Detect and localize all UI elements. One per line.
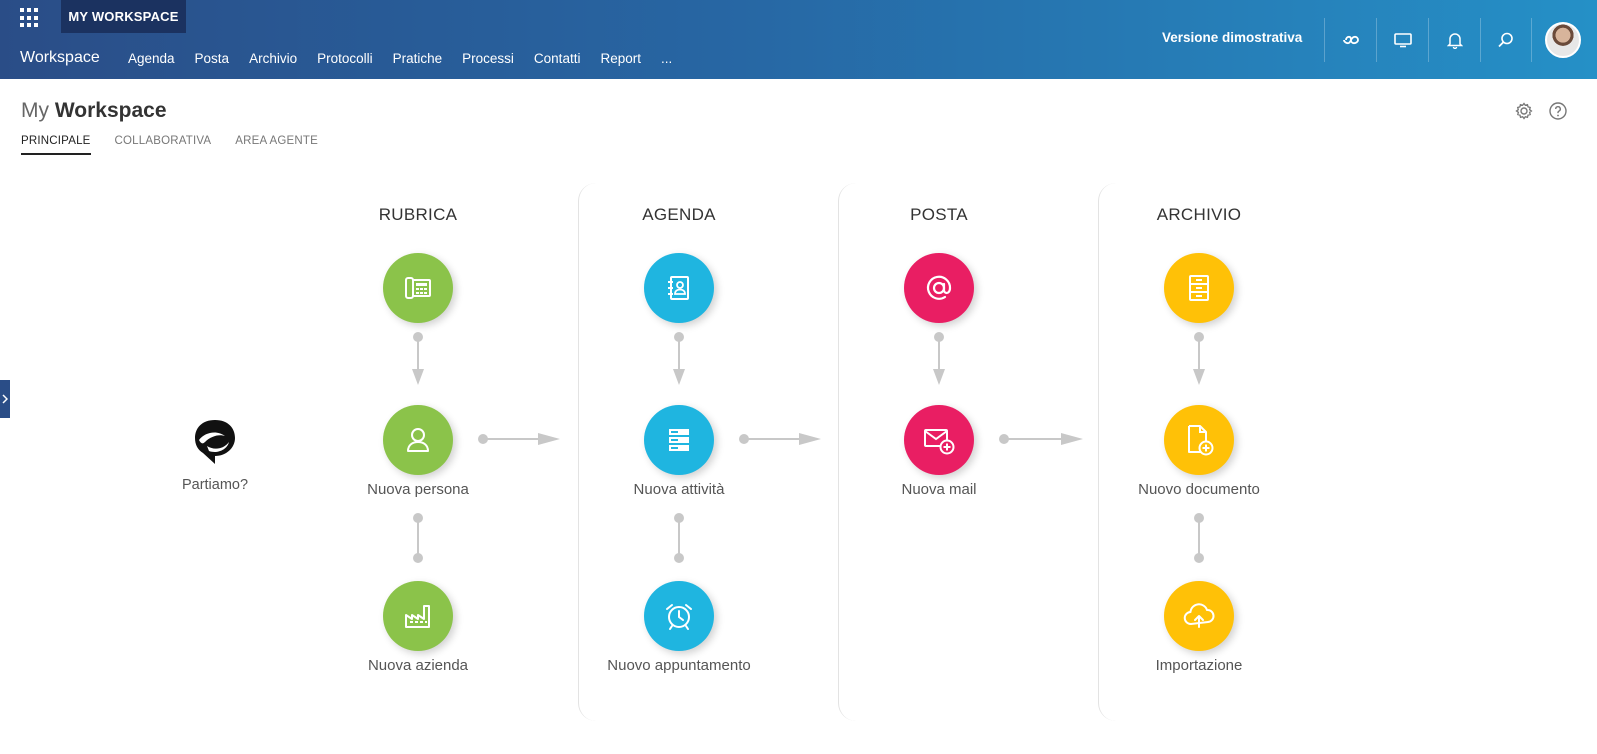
- nav-item-posta[interactable]: Posta: [194, 51, 230, 66]
- rubrica-node[interactable]: [383, 253, 453, 323]
- agenda-node[interactable]: [644, 253, 714, 323]
- nuova-attivita-node[interactable]: [644, 405, 714, 475]
- connector-dot: [674, 553, 684, 563]
- arrow-right-icon: [799, 433, 821, 445]
- page-title-bold: Workspace: [54, 99, 167, 122]
- nuova-attivita-label[interactable]: Nuova attività: [633, 481, 725, 498]
- nuova-persona-label[interactable]: Nuova persona: [367, 481, 469, 498]
- nuova-azienda-node[interactable]: [383, 581, 453, 651]
- connector-line: [938, 337, 940, 371]
- connector-line: [678, 337, 680, 371]
- connector-line: [486, 438, 540, 440]
- infinity-icon[interactable]: [1324, 18, 1376, 62]
- arrow-down-icon: [412, 369, 424, 385]
- chevron-right-icon: [2, 394, 8, 404]
- demo-label: Versione dimostrativa: [1162, 30, 1303, 45]
- cloud-upload-icon: [1183, 603, 1215, 628]
- column-title: RUBRICA: [378, 205, 458, 224]
- nuova-persona-node[interactable]: [383, 405, 453, 475]
- apps-grid-icon[interactable]: [20, 8, 40, 28]
- search-icon[interactable]: [1480, 18, 1532, 62]
- side-panel-toggle[interactable]: [0, 380, 10, 418]
- top-bar: MY WORKSPACE Workspace Agenda Posta Arch…: [0, 0, 1597, 79]
- connector-line: [1198, 518, 1200, 555]
- nuovo-documento-node[interactable]: [1164, 405, 1234, 475]
- column-title: POSTA: [910, 205, 968, 224]
- logo-icon: [195, 420, 235, 464]
- cabinet-icon: [1189, 275, 1209, 301]
- list-icon: [669, 429, 689, 451]
- connector-line: [417, 337, 419, 371]
- user-avatar[interactable]: [1545, 22, 1581, 58]
- gear-icon[interactable]: [1514, 101, 1534, 121]
- nuova-mail-label[interactable]: Nuova mail: [901, 481, 977, 498]
- nav-item-more[interactable]: ...: [660, 51, 673, 66]
- connector-dot: [1194, 553, 1204, 563]
- column-title: AGENDA: [642, 205, 716, 224]
- connector-line: [678, 518, 680, 555]
- connector-line: [1007, 438, 1063, 440]
- factory-icon: [405, 605, 430, 628]
- monitor-icon[interactable]: [1376, 18, 1428, 62]
- arrow-right-icon: [538, 433, 560, 445]
- connector-line: [417, 518, 419, 555]
- column-title: ARCHIVIO: [1156, 205, 1242, 224]
- nav-item-protocolli[interactable]: Protocolli: [317, 51, 373, 66]
- tab-principale[interactable]: PRINCIPALE: [21, 135, 91, 155]
- tab-collaborativa[interactable]: COLLABORATIVA: [114, 135, 212, 147]
- column-posta: POSTA Nuova mail: [838, 183, 1098, 721]
- person-icon: [407, 428, 429, 452]
- connector-dot: [739, 434, 749, 444]
- nuova-mail-node[interactable]: [904, 405, 974, 475]
- connector-line: [1198, 337, 1200, 371]
- tab-area-agente[interactable]: AREA AGENTE: [235, 135, 319, 147]
- help-icon[interactable]: [1548, 101, 1568, 121]
- bell-icon[interactable]: [1428, 18, 1480, 62]
- brand-title[interactable]: Workspace: [20, 49, 100, 66]
- mail-add-icon: [924, 429, 955, 455]
- nav-item-agenda[interactable]: Agenda: [128, 51, 175, 66]
- posta-node[interactable]: [904, 253, 974, 323]
- phonebook-icon: [405, 277, 431, 299]
- nav-item-report[interactable]: Report: [600, 51, 641, 66]
- connector-dot: [413, 553, 423, 563]
- alarm-clock-icon: [666, 604, 692, 630]
- arrow-right-icon: [1061, 433, 1083, 445]
- address-book-icon: [668, 276, 689, 300]
- importazione-label[interactable]: Importazione: [1155, 657, 1243, 674]
- start-label: Partiamo?: [181, 477, 249, 493]
- arrow-down-icon: [1193, 369, 1205, 385]
- nuova-azienda-label[interactable]: Nuova azienda: [367, 657, 469, 674]
- nav-item-pratiche[interactable]: Pratiche: [392, 51, 443, 66]
- importazione-node[interactable]: [1164, 581, 1234, 651]
- arrow-down-icon: [673, 369, 685, 385]
- page-title: My Workspace: [21, 99, 167, 123]
- nav-item-contatti[interactable]: Contatti: [533, 51, 581, 66]
- connector-dot: [478, 434, 488, 444]
- document-add-icon: [1188, 425, 1214, 456]
- connector-line: [747, 438, 801, 440]
- nav-item-archivio[interactable]: Archivio: [249, 51, 298, 66]
- archivio-node[interactable]: [1164, 253, 1234, 323]
- nuovo-appuntamento-label[interactable]: Nuovo appuntamento: [607, 657, 751, 674]
- page-title-light: My: [21, 99, 49, 122]
- column-rubrica: RUBRICA Nuova persona Nuova azienda: [288, 183, 560, 721]
- toolbar-icons: [1324, 18, 1532, 62]
- start-block[interactable]: Partiamo?: [160, 416, 270, 493]
- tabs: PRINCIPALE COLLABORATIVA AREA AGENTE: [21, 135, 342, 155]
- main-nav: Agenda Posta Archivio Protocolli Pratich…: [128, 51, 692, 66]
- arrow-down-icon: [933, 369, 945, 385]
- at-icon: [926, 275, 952, 300]
- column-archivio: ARCHIVIO Nuovo documento Importazione: [1098, 183, 1358, 721]
- column-agenda: AGENDA Nuova attività Nuovo appuntamento: [578, 183, 838, 721]
- nuovo-appuntamento-node[interactable]: [644, 581, 714, 651]
- connector-dot: [999, 434, 1009, 444]
- nav-item-processi[interactable]: Processi: [462, 51, 514, 66]
- nuovo-documento-label[interactable]: Nuovo documento: [1138, 481, 1260, 498]
- workspace-chip[interactable]: MY WORKSPACE: [61, 0, 186, 33]
